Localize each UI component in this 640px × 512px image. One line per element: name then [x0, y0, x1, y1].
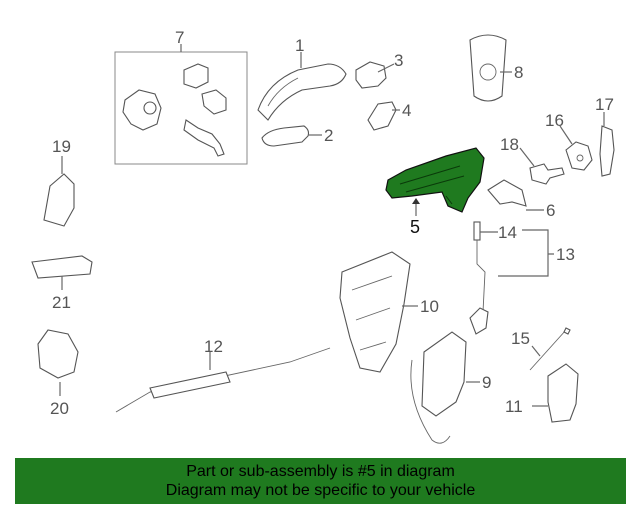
part-1-door-handle[interactable] [257, 52, 347, 121]
banner-line-2: Diagram may not be specific to your vehi… [165, 482, 476, 499]
part-10-door-panel[interactable] [339, 251, 418, 373]
part-17-plate[interactable] [599, 112, 615, 177]
part-16-striker[interactable] [559, 125, 593, 171]
part-7-lock-set[interactable] [114, 44, 248, 165]
banner-line-1: Part or sub-assembly is #5 in diagram [186, 463, 455, 480]
part-14-rod[interactable] [469, 221, 498, 335]
part-2-handle-cover[interactable] [261, 125, 322, 147]
callout-11: 11 [505, 397, 523, 416]
callout-17: 17 [595, 95, 614, 114]
part-9-door-latch[interactable] [410, 331, 480, 444]
part-8-key-fob[interactable] [469, 34, 512, 102]
callout-9: 9 [482, 373, 491, 392]
callout-7: 7 [175, 28, 184, 47]
callout-4: 4 [402, 101, 411, 120]
callout-3: 3 [394, 51, 403, 70]
callout-5: 5 [410, 217, 420, 237]
part-21-check-strap[interactable] [31, 255, 93, 290]
callout-19: 19 [52, 137, 71, 156]
part-12-release-cable[interactable] [115, 347, 331, 413]
part-19-hinge[interactable] [43, 156, 75, 227]
part-11-latch-cover[interactable] [532, 363, 579, 423]
callout-6: 6 [546, 201, 555, 220]
callout-21: 21 [52, 293, 71, 312]
part-4-pad[interactable] [367, 101, 400, 131]
part-15-cable[interactable] [529, 327, 571, 371]
part-13-bracket-lines [498, 229, 554, 277]
callout-12: 12 [204, 337, 223, 356]
callout-2: 2 [324, 126, 333, 145]
part-6-bracket[interactable] [487, 179, 544, 211]
parts-diagram: 7 1 2 3 4 8 16 17 [31, 28, 615, 444]
callout-10: 10 [420, 297, 439, 316]
part-5-door-lock-actuator[interactable] [385, 147, 485, 216]
callout-14: 14 [498, 223, 517, 242]
callout-18: 18 [500, 135, 519, 154]
callout-8: 8 [514, 63, 523, 82]
callout-15: 15 [511, 329, 530, 348]
callout-20: 20 [50, 399, 69, 418]
part-3-bracket[interactable] [355, 61, 395, 89]
part-20-housing[interactable] [37, 329, 79, 396]
callout-16: 16 [545, 111, 564, 130]
callout-1: 1 [295, 36, 304, 55]
callout-13: 13 [556, 245, 575, 264]
info-banner: Part or sub-assembly is #5 in diagram Di… [15, 458, 626, 504]
part-18-bolt[interactable] [519, 147, 565, 185]
